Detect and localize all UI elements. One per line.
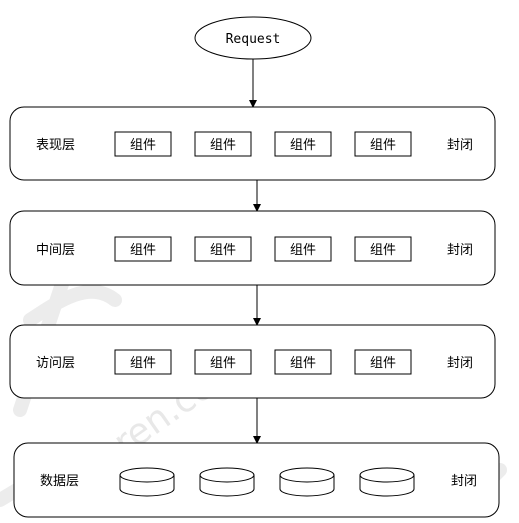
layer-data: 数据层 封闭 — [13, 442, 500, 518]
closed-label: 封闭 — [447, 356, 473, 371]
component-label: 组件 — [130, 138, 156, 153]
component-label: 组件 — [210, 243, 236, 258]
component-label: 组件 — [290, 356, 316, 371]
component-label: 组件 — [370, 356, 396, 371]
component-label: 组件 — [370, 243, 396, 258]
closed-label: 封闭 — [451, 474, 477, 489]
database-icon — [279, 467, 335, 497]
component-box — [354, 131, 412, 157]
component-label: 组件 — [290, 138, 316, 153]
layer-access: 访问层 组件 组件 组件 组件 封闭 — [9, 324, 496, 399]
component-label: 组件 — [130, 243, 156, 258]
request-node: Request — [194, 16, 312, 60]
component-box — [354, 236, 412, 262]
component-label: 组件 — [370, 138, 396, 153]
component-box — [114, 236, 172, 262]
component-label: 组件 — [210, 356, 236, 371]
component-box — [114, 349, 172, 375]
component-box — [194, 131, 252, 157]
layer-name: 中间层 — [36, 243, 75, 258]
closed-label: 封闭 — [447, 138, 473, 153]
request-label: Request — [226, 32, 281, 47]
closed-label: 封闭 — [447, 243, 473, 258]
component-box — [274, 349, 332, 375]
component-box — [274, 131, 332, 157]
component-box — [114, 131, 172, 157]
layer-presentation: 表现层 组件 组件 组件 组件 封闭 — [9, 106, 496, 181]
layer-name: 数据层 — [40, 474, 79, 489]
database-icon — [359, 467, 415, 497]
database-icon — [119, 467, 175, 497]
component-box — [274, 236, 332, 262]
layer-middle: 中间层 组件 组件 组件 组件 封闭 — [9, 210, 496, 286]
component-box — [354, 349, 412, 375]
component-box — [194, 349, 252, 375]
component-label: 组件 — [290, 243, 316, 258]
layer-name: 访问层 — [36, 356, 75, 371]
component-box — [194, 236, 252, 262]
component-label: 组件 — [130, 356, 156, 371]
component-label: 组件 — [210, 138, 236, 153]
database-icon — [199, 467, 255, 497]
layer-name: 表现层 — [36, 138, 75, 153]
